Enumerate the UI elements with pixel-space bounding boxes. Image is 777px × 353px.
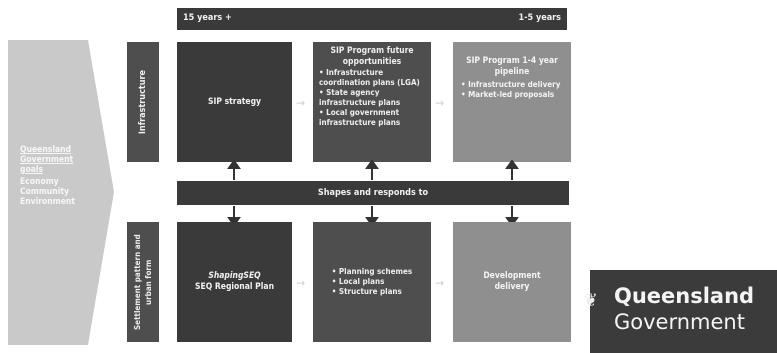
arrow-right-icon: → [435,276,445,290]
sip-future-title: SIP Program future opportunities [330,46,414,67]
crest-icon: ❦ [584,290,598,311]
development-delivery-box: Development delivery [453,222,571,342]
logo-line1: Queensland [614,284,755,308]
arrow-right-icon: → [296,276,306,290]
shaping-seq-box: ShapingSEQ SEQ Regional Plan [177,222,292,342]
timeline-left-label: 15 years + [183,13,232,23]
queensland-government-logo: ❦ Queensland Government [584,284,777,344]
planning-point: Structure plans [332,287,412,297]
sip-pipeline-box: SIP Program 1-4 year pipeline Infrastruc… [453,42,571,162]
sip-pipeline-point: Market-led proposals [461,90,563,100]
sip-future-point: Infrastructure coordination plans (LGA) [319,68,425,88]
logo-block [590,270,777,353]
sip-future-box: SIP Program future opportunities Infrast… [313,42,431,162]
goals-item-community: Community [20,187,69,197]
planning-point: Local plans [332,277,412,287]
settlement-row-label: Settlement pattern and urban form [127,222,159,342]
shaping-seq-subtitle: SEQ Regional Plan [194,282,275,292]
goals-item-environment: Environment [20,197,76,207]
goals-item-economy: Economy [20,177,59,187]
goals-heading: Queensland Government goals [20,145,74,175]
logo-line2: Government [614,310,745,334]
shapes-responds-bar: Shapes and responds to [177,181,569,205]
sip-pipeline-point: Infrastructure delivery [461,80,563,90]
infrastructure-row-label: Infrastructure [127,42,159,162]
sip-future-point: State agency infrastructure plans [319,88,425,108]
planning-point: Planning schemes [332,267,412,277]
goals-text: Queensland Government goals Economy Comm… [20,145,90,207]
vertical-arrows [227,160,519,226]
goals-chevron [8,40,114,345]
planning-box: Planning schemes Local plans Structure p… [313,222,431,342]
arrow-right-icon: → [435,96,445,110]
shaping-seq-title: ShapingSEQ [208,271,261,281]
timeline-right-label: 1-5 years [518,13,562,23]
timeline-bar: 15 years + 1-5 years [177,8,567,30]
sip-pipeline-title: SIP Program 1-4 year pipeline [466,56,558,77]
sip-strategy-box: SIP strategy [177,42,292,162]
arrow-right-icon: → [296,96,306,110]
sip-future-point: Local government infrastructure plans [319,108,425,128]
